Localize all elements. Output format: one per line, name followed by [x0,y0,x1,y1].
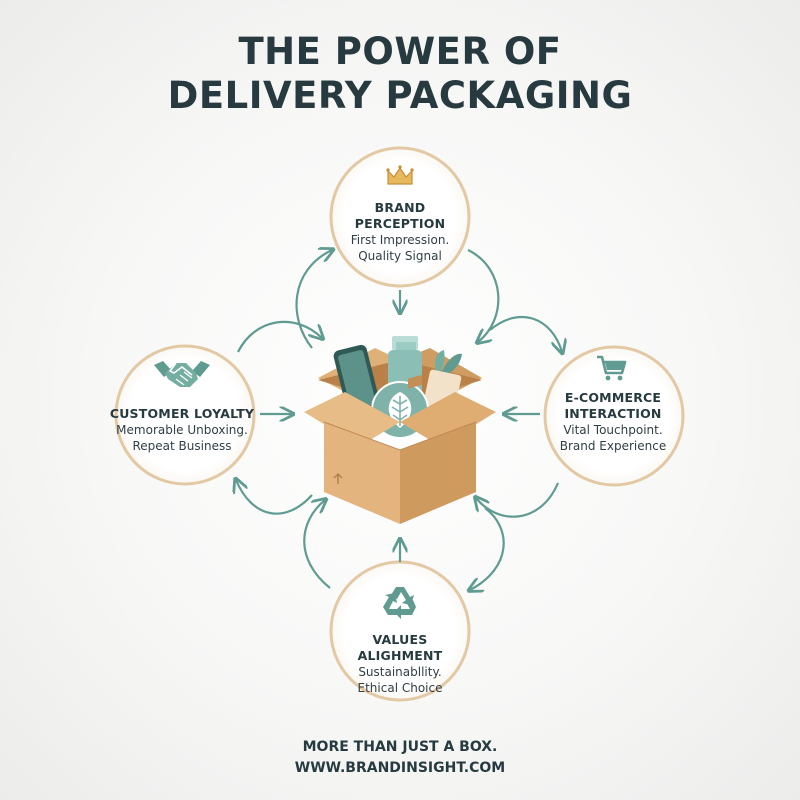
brand-perception-ring [329,146,471,288]
curved-arrow-values-to-box [303,500,331,589]
crown-icon [386,165,414,185]
values-line-1: Sustainabllity. [358,665,442,679]
node-ecommerce-interaction: E-COMMERCE INTERACTION Vital Touchpoint.… [543,390,683,454]
ecommerce-heading-1: E-COMMERCE [564,390,662,405]
ecommerce-line-2: Brand Experience [559,439,667,453]
brand-perception-heading: BRAND PERCEPTION [354,200,446,231]
ecommerce-heading-2: INTERACTION [564,406,662,421]
recycle-icon [383,587,416,619]
customer-loyalty-ring [114,344,256,486]
title-line-2: DELIVERY PACKAGING [167,74,633,117]
values-heading: VALUES ALIGHMENT [357,632,443,663]
page-title: THE POWER OF DELIVERY PACKAGING [0,30,800,118]
curved-arrow-box-to-values [470,507,505,590]
loyalty-line-2: Repeat Business [132,439,232,453]
loyalty-heading: CUSTOMER LOYALTY [109,406,255,421]
curved-arrow-loyalty-to-brand [237,320,322,353]
node-brand-perception: BRAND PERCEPTION First Impression. Quali… [330,200,470,264]
node-customer-loyalty: CUSTOMER LOYALTY Memorable Unboxing. Rep… [107,406,257,454]
open-box-icon [304,336,496,524]
brand-perception-line-2: Quality Signal [358,249,442,263]
footer-url: WWW.BRANDINSIGHT.COM [294,760,506,776]
ecommerce-line-1: Vital Touchpoint. [563,423,663,437]
ecommerce-ring [543,345,685,487]
curved-arrow-box-to-loyalty [236,480,313,515]
title-line-1: THE POWER OF [238,30,562,73]
footer: MORE THAN JUST A BOX. WWW.BRANDINSIGHT.C… [0,737,800,779]
values-line-2: Ethical Choice [357,681,443,695]
node-values-alignment: VALUES ALIGHMENT Sustainabllity. Ethical… [330,632,470,696]
footer-tagline: MORE THAN JUST A BOX. [302,739,498,755]
curved-arrow-box-to-brand [295,250,332,349]
loyalty-line-1: Memorable Unboxing. [116,423,248,437]
curved-arrow-brand-to-box [467,249,500,342]
shopping-cart-icon [597,355,627,381]
brand-perception-line-1: First Impression. [350,233,450,247]
curved-arrow-box-to-ecommerce [489,315,562,352]
handshake-icon [154,361,210,387]
curved-arrow-ecommerce-to-box [476,482,560,518]
